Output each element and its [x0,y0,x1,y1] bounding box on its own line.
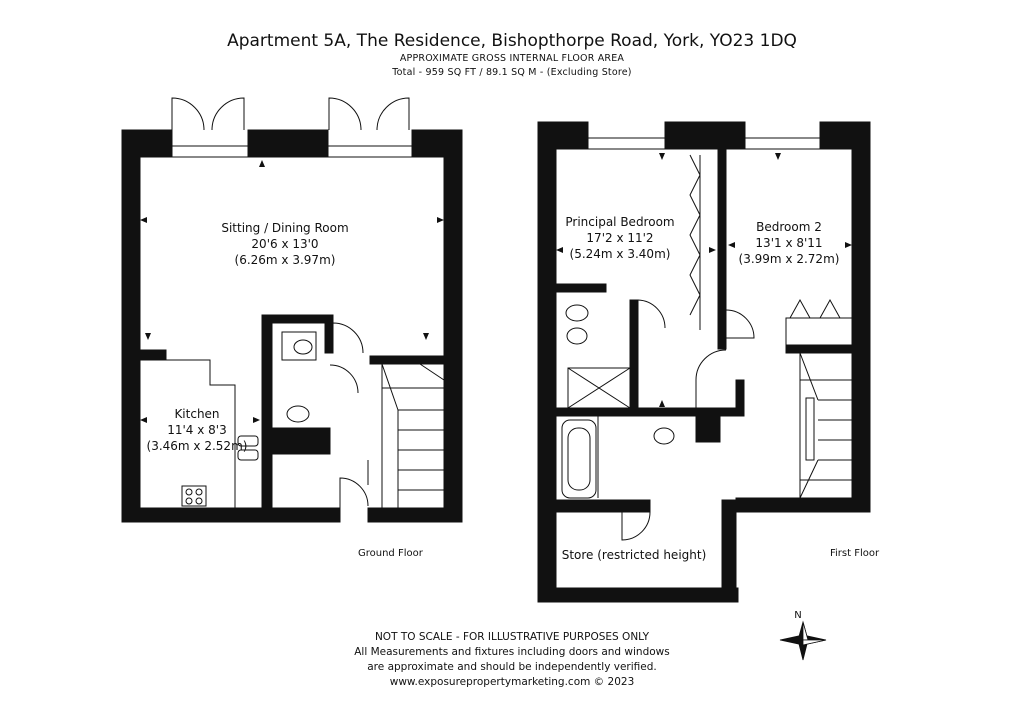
wall-segment [735,379,745,417]
bathtub-icon [561,419,597,499]
wall-segment [369,355,447,365]
first-floor-plan [537,121,871,603]
french-door [171,97,205,131]
compass-rose-icon [779,620,827,661]
wall-segment [139,349,167,361]
room-name: Store (restricted height) [562,548,707,562]
area-total: Total - 959 SQ FT / 89.1 SQ M - (Excludi… [392,67,632,78]
wall-segment [555,499,651,513]
window [171,145,249,158]
wall-segment [121,129,141,523]
credit-link[interactable]: www.exposurepropertymarketing.com © 2023 [389,676,635,688]
kitchen-worktop [166,359,236,508]
room-size-metric: (5.24m x 3.40m) [570,247,671,261]
window [587,137,666,150]
basin-icon [286,405,310,423]
wall-segment [721,499,737,603]
scale-note: NOT TO SCALE - FOR ILLUSTRATIVE PURPOSES… [374,631,650,643]
disclaimer-line-2: are approximate and should be independen… [367,661,657,673]
window [744,137,821,150]
wall-segment [443,129,463,523]
wall-segment [247,129,329,158]
door-swing [621,511,651,541]
window [327,145,413,158]
room-size-metric: (6.26m x 3.97m) [235,253,336,267]
wall-segment [261,314,273,511]
wall-segment [695,407,721,443]
basin-icon [565,304,589,322]
hob-icon [181,485,207,507]
disclaimer-line-1: All Measurements and fixtures including … [354,646,670,658]
room-name: Bedroom 2 [756,220,822,234]
sink-icon [237,449,259,461]
french-door [376,97,410,131]
room-size-metric: (3.99m x 2.72m) [739,252,840,266]
toilet-icon [566,327,588,345]
wall-segment [735,497,871,513]
room-size-metric: (3.46m x 2.52m) [147,439,248,453]
room-size-imperial: 20'6 x 13'0 [251,237,318,251]
wc-cistern [281,331,317,361]
wall-segment [261,427,331,455]
door-swing [332,322,364,354]
room-name: Kitchen [174,407,219,421]
ground-floor-plan [121,97,463,523]
sink-icon [237,435,259,447]
toilet-icon [293,339,313,355]
room-size-imperial: 11'4 x 8'3 [167,423,227,437]
wall-segment [717,148,727,350]
wardrobe-doors [689,154,701,316]
door-swing [695,349,727,381]
french-door [328,97,362,131]
staircase [799,352,853,499]
wall-segment [367,507,463,523]
wall-segment [555,283,607,293]
door-swing [339,477,369,508]
wall-segment [261,314,333,324]
wall-segment [537,587,739,603]
wall-segment [324,314,334,354]
floor-label-first: First Floor [830,548,880,559]
wall-segment [537,121,557,603]
wall-segment [121,507,341,523]
room-size-imperial: 17'2 x 11'2 [586,231,653,245]
wall-segment [851,121,871,513]
header: Apartment 5A, The Residence, Bishopthorp… [0,30,1024,80]
door-swing [725,309,755,339]
property-title: Apartment 5A, The Residence, Bishopthorp… [227,31,797,51]
area-heading: APPROXIMATE GROSS INTERNAL FLOOR AREA [399,53,625,64]
footer: NOT TO SCALE - FOR ILLUSTRATIVE PURPOSES… [0,630,1024,690]
toilet-icon [653,427,675,445]
stair-rail [805,397,815,461]
compass-north-label: N [794,610,801,621]
wall-segment [664,121,746,150]
room-name: Principal Bedroom [565,215,674,229]
room-size-imperial: 13'1 x 8'11 [755,236,822,250]
staircase [381,363,445,509]
wall-segment [629,299,639,411]
shower-tray [567,367,631,409]
room-name: Sitting / Dining Room [221,221,348,235]
shower-cross [567,367,631,409]
wall-segment [785,344,853,354]
door-swing [637,299,666,329]
french-door [211,97,245,131]
wardrobe [785,317,853,346]
door-swing [329,364,359,394]
stair-treads [799,352,852,499]
stair-treads [381,363,445,491]
floor-label-ground: Ground Floor [358,548,424,559]
wardrobe-doors [789,298,841,319]
